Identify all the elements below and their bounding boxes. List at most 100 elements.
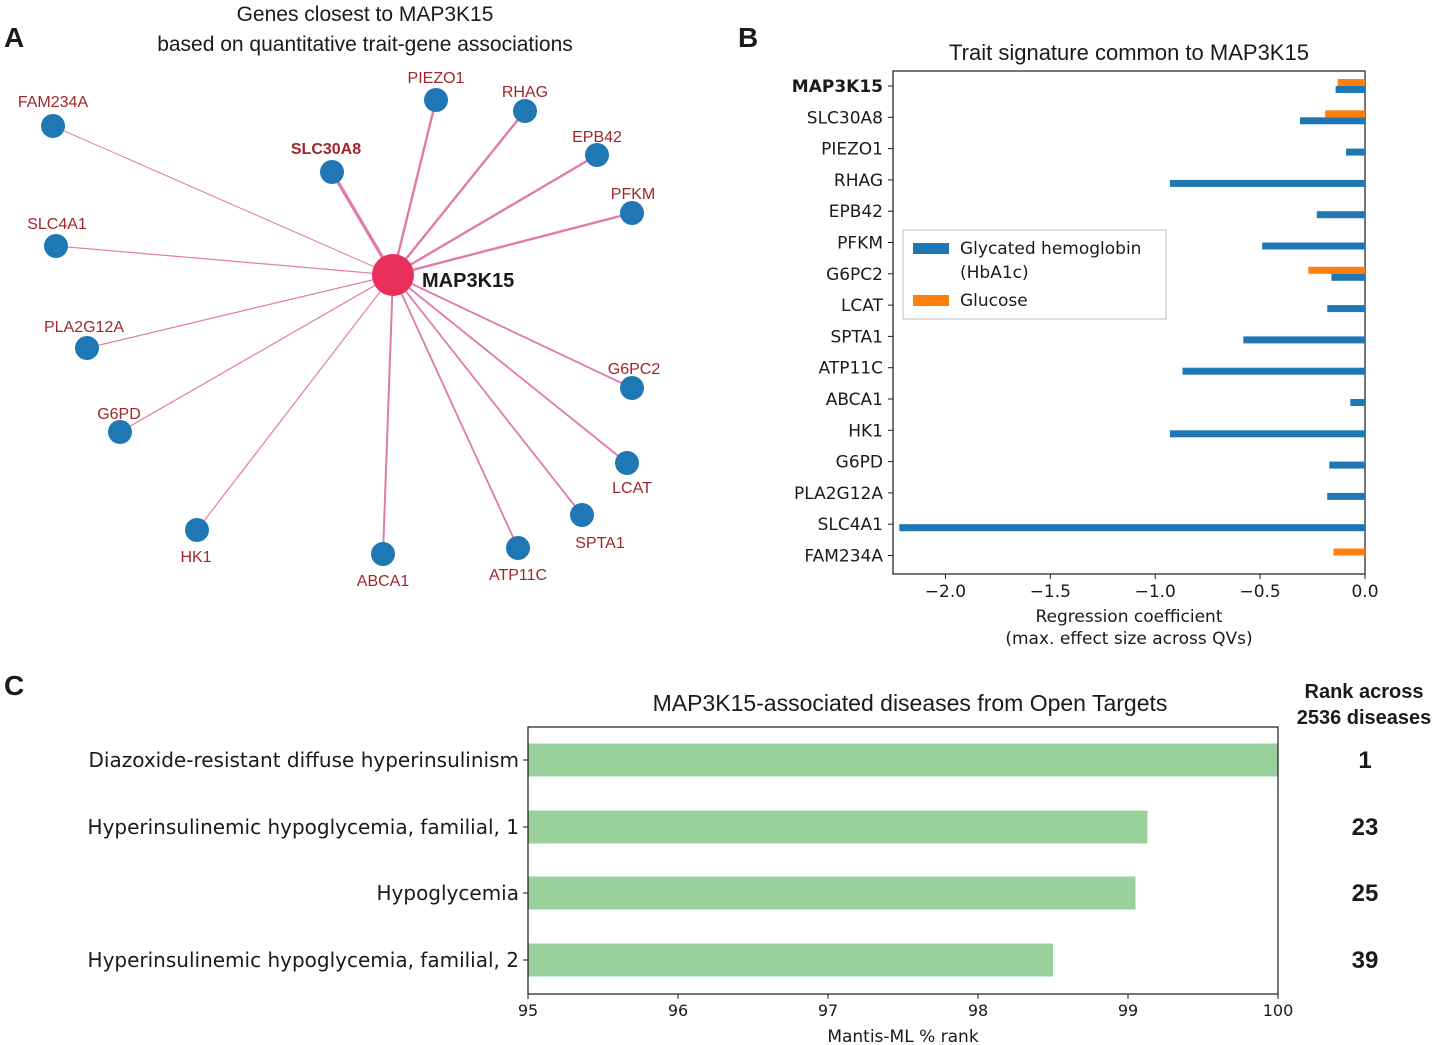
- node-rhag: [513, 99, 537, 123]
- legend-label-glucose: Glucose: [960, 291, 1028, 311]
- node-label-epb42: EPB42: [572, 129, 622, 146]
- x-tick-label: 0.0: [1351, 582, 1378, 602]
- rank-value-4: 39: [1352, 947, 1379, 974]
- edge-pfkm: [392, 211, 633, 277]
- bar-hba1c-abca1: [1350, 399, 1365, 406]
- trait-chart-title: Trait signature common to MAP3K15: [949, 40, 1309, 65]
- bar-hba1c-slc30a8: [1299, 117, 1365, 125]
- disease-bars: [528, 743, 1278, 977]
- bar-hba1c-g6pd: [1329, 461, 1365, 469]
- node-pfkm: [620, 201, 644, 225]
- edge-epb42: [392, 153, 598, 277]
- legend-swatch-glucose: [913, 295, 949, 306]
- node-label-abca1: ABCA1: [357, 573, 410, 590]
- bar-hba1c-hk1: [1169, 430, 1365, 438]
- disease-rank-values: 1 23 25 39: [1352, 747, 1379, 974]
- disease-bar-diazoxide-resistant-diffuse-hyperinsulinism: [528, 743, 1278, 777]
- trait-x-label-line2: (max. effect size across QVs): [1005, 629, 1252, 649]
- disease-label-diazoxide-resistant-diffuse-hyperinsulinism: Diazoxide-resistant diffuse hyperinsulin…: [89, 748, 520, 772]
- trait-bars: [899, 79, 1365, 556]
- node-pla2g12a: [75, 336, 99, 360]
- center-node-label: MAP3K15: [422, 270, 514, 292]
- disease-label-hypoglycemia: Hypoglycemia: [377, 881, 520, 905]
- bar-glucose-slc30a8: [1325, 110, 1365, 118]
- category-label-g6pd: G6PD: [836, 453, 883, 473]
- bar-hba1c-piezo1: [1346, 148, 1365, 156]
- bar-glucose-g6pc2: [1308, 266, 1365, 274]
- x-tick-label: −1.0: [1135, 582, 1176, 602]
- node-label-g6pd: G6PD: [97, 406, 141, 423]
- rank-value-1: 1: [1358, 747, 1371, 774]
- node-label-slc30a8: SLC30A8: [291, 141, 361, 158]
- node-atp11c: [506, 536, 530, 560]
- edge-fam234a: [52, 125, 394, 276]
- x-tick-label: 96: [668, 1001, 688, 1020]
- disease-label-hyperinsulinemic-hypoglycemia-familial-1: Hyperinsulinemic hypoglycemia, familial,…: [88, 815, 519, 839]
- legend-label-hba1c: Glycated hemoglobin: [960, 239, 1141, 259]
- node-label-atp11c: ATP11C: [489, 567, 547, 584]
- node-lcat: [615, 451, 639, 475]
- edge-pla2g12a: [86, 274, 394, 349]
- panel-a-letter: A: [4, 22, 25, 53]
- rank-value-2: 23: [1352, 814, 1379, 841]
- node-abca1: [371, 542, 395, 566]
- node-label-g6pc2: G6PC2: [608, 361, 661, 378]
- node-label-hk1: HK1: [180, 549, 211, 566]
- diseases-plot-frame: [527, 726, 1279, 995]
- rank-value-3: 25: [1352, 880, 1379, 907]
- network-title-line2: based on quantitative trait-gene associa…: [157, 33, 573, 56]
- legend-swatch-hba1c: [913, 243, 949, 254]
- center-node: [372, 254, 414, 296]
- edge-piezo1: [391, 99, 438, 276]
- node-label-pla2g12a: PLA2G12A: [44, 319, 124, 336]
- category-label-map3k15: MAP3K15: [792, 77, 883, 97]
- trait-plot-frame: [892, 70, 1366, 575]
- node-spta1: [570, 503, 594, 527]
- bar-hba1c-rhag: [1169, 179, 1365, 187]
- node-label-spta1: SPTA1: [575, 535, 625, 552]
- edge-hk1: [196, 274, 394, 531]
- edge-abca1: [382, 274, 394, 555]
- x-tick-label: −2.0: [925, 582, 966, 602]
- category-label-abca1: ABCA1: [826, 390, 883, 410]
- bar-hba1c-pfkm: [1262, 242, 1365, 250]
- x-tick-label: −1.5: [1030, 582, 1071, 602]
- x-tick-label: 97: [818, 1001, 838, 1020]
- trait-legend: Glycated hemoglobin (HbA1c) Glucose: [902, 229, 1167, 320]
- legend-label-hba1c-line2: (HbA1c): [960, 263, 1029, 283]
- bar-hba1c-map3k15: [1335, 86, 1365, 93]
- bar-hba1c-pla2g12a: [1327, 492, 1365, 500]
- bar-hba1c-spta1: [1243, 336, 1365, 344]
- disease-label-hyperinsulinemic-hypoglycemia-familial-2: Hyperinsulinemic hypoglycemia, familial,…: [88, 948, 519, 972]
- diseases-x-label: Mantis-ML % rank: [827, 1027, 979, 1045]
- node-hk1: [185, 518, 209, 542]
- trait-category-labels: MAP3K15SLC30A8PIEZO1RHAGEPB42PFKMG6PC2LC…: [792, 77, 893, 567]
- category-label-epb42: EPB42: [829, 202, 883, 222]
- node-label-lcat: LCAT: [612, 480, 652, 497]
- network-nodes: PIEZO1RHAGEPB42PFKMSLC30A8FAM234ASLC4A1P…: [18, 70, 660, 590]
- diseases-chart: MAP3K15-associated diseases from Open Ta…: [88, 681, 1432, 1045]
- category-label-spta1: SPTA1: [830, 327, 883, 347]
- x-tick-label: 100: [1263, 1001, 1294, 1020]
- category-label-piezo1: PIEZO1: [821, 140, 883, 160]
- node-label-slc4a1: SLC4A1: [27, 216, 87, 233]
- category-label-lcat: LCAT: [841, 296, 884, 316]
- node-piezo1: [424, 88, 448, 112]
- category-label-atp11c: ATP11C: [819, 359, 883, 379]
- network-edges: [52, 99, 633, 555]
- edge-spta1: [392, 274, 583, 516]
- edge-slc4a1: [55, 245, 394, 276]
- x-tick-label: 95: [518, 1001, 538, 1020]
- edge-rhag: [392, 110, 526, 276]
- bar-hba1c-epb42: [1316, 211, 1365, 219]
- edge-g6pc2: [392, 274, 633, 389]
- network-title-line1: Genes closest to MAP3K15: [237, 3, 494, 26]
- network-panel: Genes closest to MAP3K15 based on quanti…: [18, 3, 660, 590]
- bar-hba1c-slc4a1: [899, 524, 1365, 532]
- category-label-rhag: RHAG: [834, 171, 883, 191]
- node-g6pd: [108, 420, 132, 444]
- node-label-piezo1: PIEZO1: [408, 70, 465, 87]
- disease-category-labels: Diazoxide-resistant diffuse hyperinsulin…: [88, 748, 528, 972]
